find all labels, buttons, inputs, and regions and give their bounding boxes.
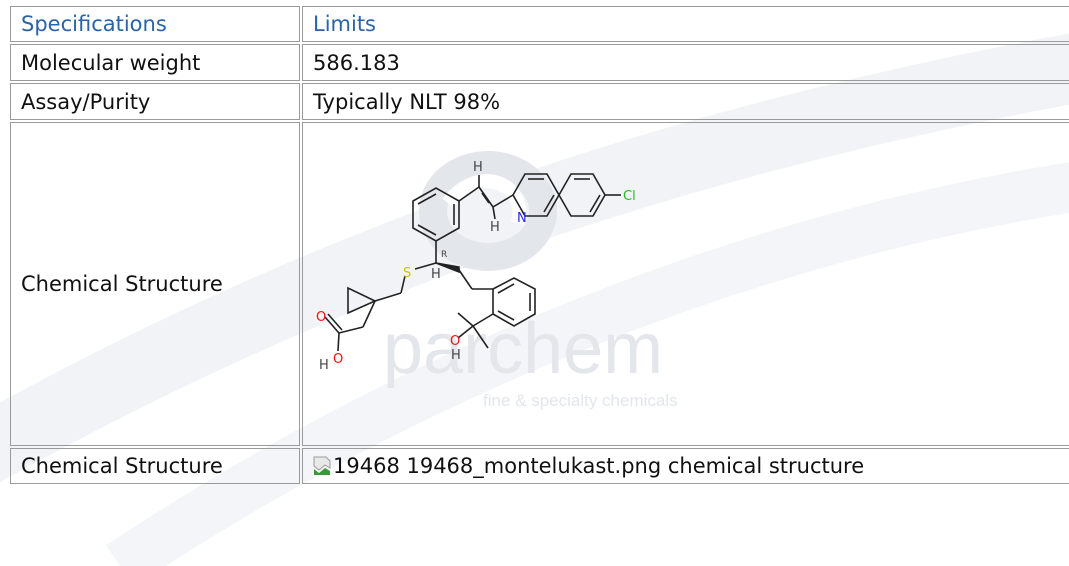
atom-h: H: [319, 358, 329, 373]
atom-o: O: [450, 334, 460, 349]
broken-image-icon: [313, 456, 331, 475]
atom-h: H: [431, 267, 441, 282]
specifications-table: Specifications Limits Molecular weight 5…: [8, 4, 1069, 486]
table-row: Assay/Purity Typically NLT 98%: [10, 83, 1069, 120]
chemical-structure-cell: parchem fine & specialty chemicals: [302, 122, 1069, 446]
watermark-tagline: fine & specialty chemicals: [483, 391, 678, 410]
row-value-molecular-weight: 586.183: [302, 44, 1069, 81]
row-label-molecular-weight: Molecular weight: [10, 44, 300, 81]
header-specifications: Specifications: [10, 6, 300, 42]
stereo-r-label: R: [441, 250, 447, 260]
chemical-structure-image: parchem fine & specialty chemicals: [316, 151, 678, 410]
table-row: Molecular weight 586.183: [10, 44, 1069, 81]
atom-h: H: [451, 348, 461, 363]
table-header-row: Specifications Limits: [10, 6, 1069, 42]
atom-h: H: [490, 220, 500, 235]
table-row: Chemical Structure parchem fine & specia…: [10, 122, 1069, 446]
atom-cl: Cl: [623, 189, 636, 204]
table-row: Chemical Structure 19468 19468_monteluka…: [10, 448, 1069, 484]
row-value-broken-image: 19468 19468_montelukast.png chemical str…: [302, 448, 1069, 484]
atom-n: N: [517, 211, 527, 226]
row-label-assay-purity: Assay/Purity: [10, 83, 300, 120]
row-value-assay-purity: Typically NLT 98%: [302, 83, 1069, 120]
atom-o: O: [316, 310, 326, 325]
atom-s: S: [403, 266, 411, 281]
atom-h: H: [473, 160, 483, 175]
atom-o: O: [333, 352, 343, 367]
broken-image-alt-text: 19468 19468_montelukast.png chemical str…: [333, 454, 865, 478]
header-limits: Limits: [302, 6, 1069, 42]
row-label-chemical-structure-alt: Chemical Structure: [10, 448, 300, 484]
row-label-chemical-structure: Chemical Structure: [10, 122, 300, 446]
